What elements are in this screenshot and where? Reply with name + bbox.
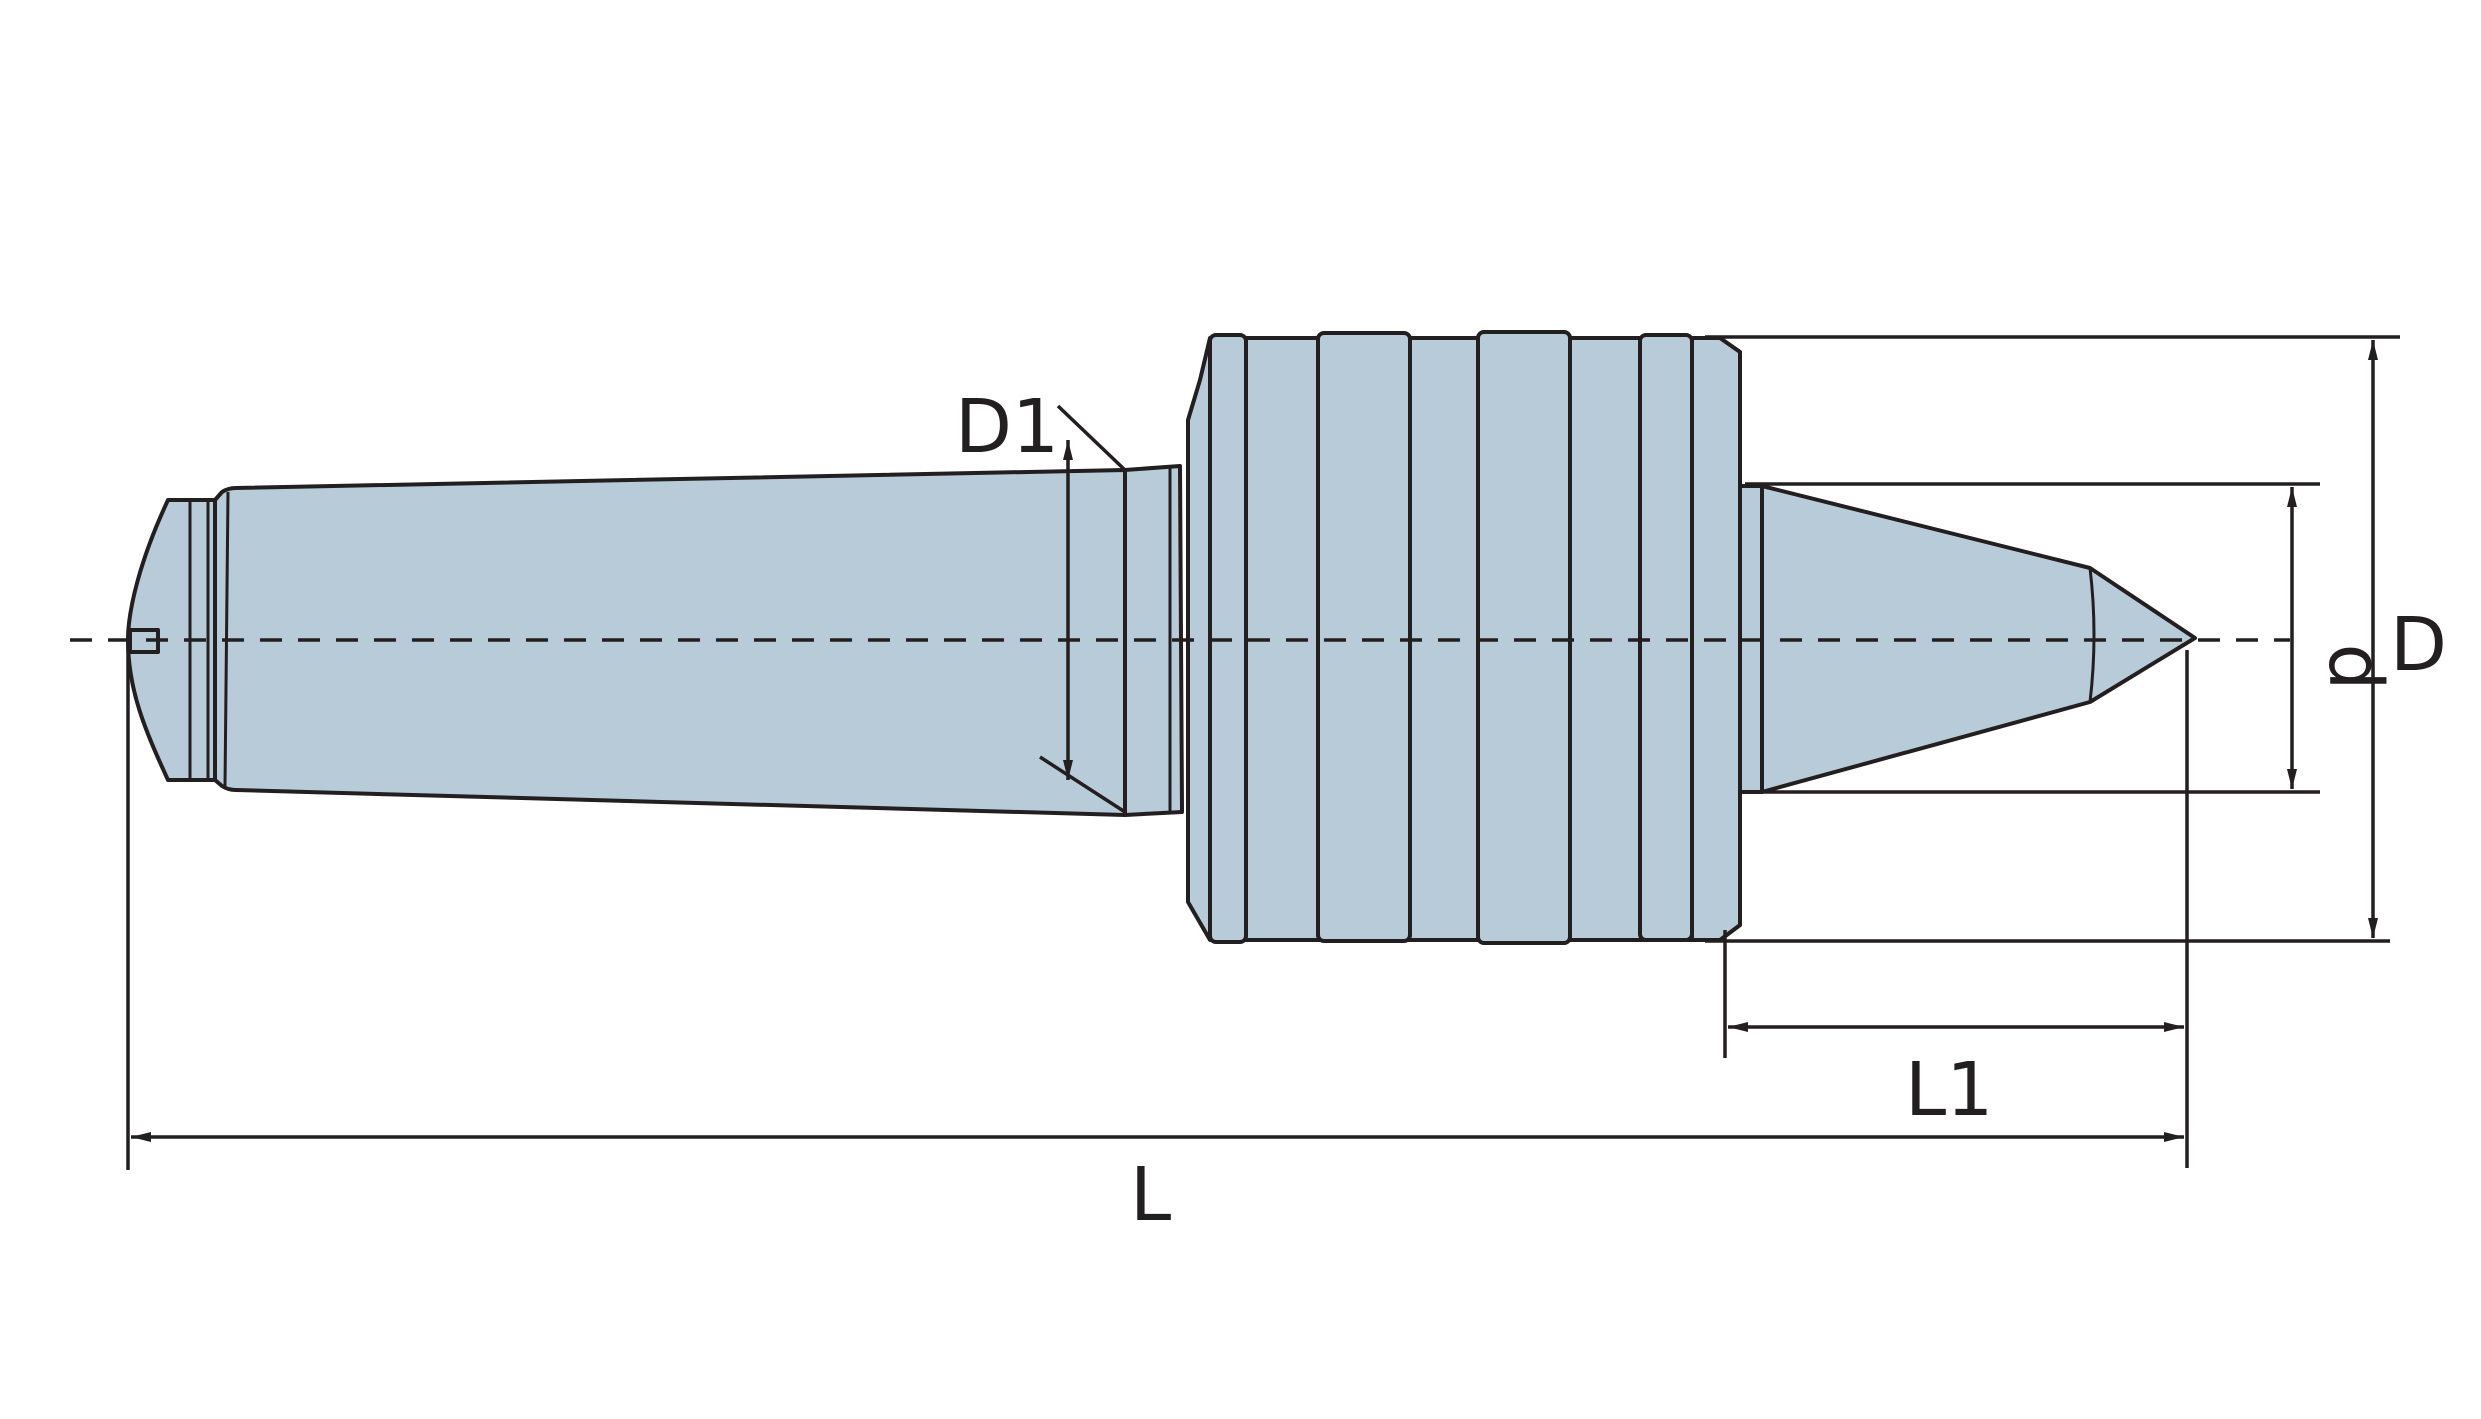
label-L: L xyxy=(1130,1152,1171,1238)
taper-shank xyxy=(126,464,1184,817)
dimension-L1 xyxy=(1723,650,2189,1168)
housing-ring-3 xyxy=(1476,330,1572,945)
shank-taper-body xyxy=(213,468,1127,817)
housing-ring-4 xyxy=(1638,333,1694,942)
dimension-d xyxy=(1745,482,2320,794)
housing-ring-2 xyxy=(1316,331,1412,943)
bearing-housing xyxy=(1186,330,1742,945)
label-d: d xyxy=(2312,644,2398,691)
label-D: D xyxy=(2390,602,2447,688)
dimension-D xyxy=(1705,335,2400,943)
label-D1: D1 xyxy=(955,384,1059,470)
dimension-L xyxy=(126,645,2184,1170)
dimension-D1 xyxy=(1039,404,1127,814)
label-L1: L1 xyxy=(1905,1047,1993,1133)
